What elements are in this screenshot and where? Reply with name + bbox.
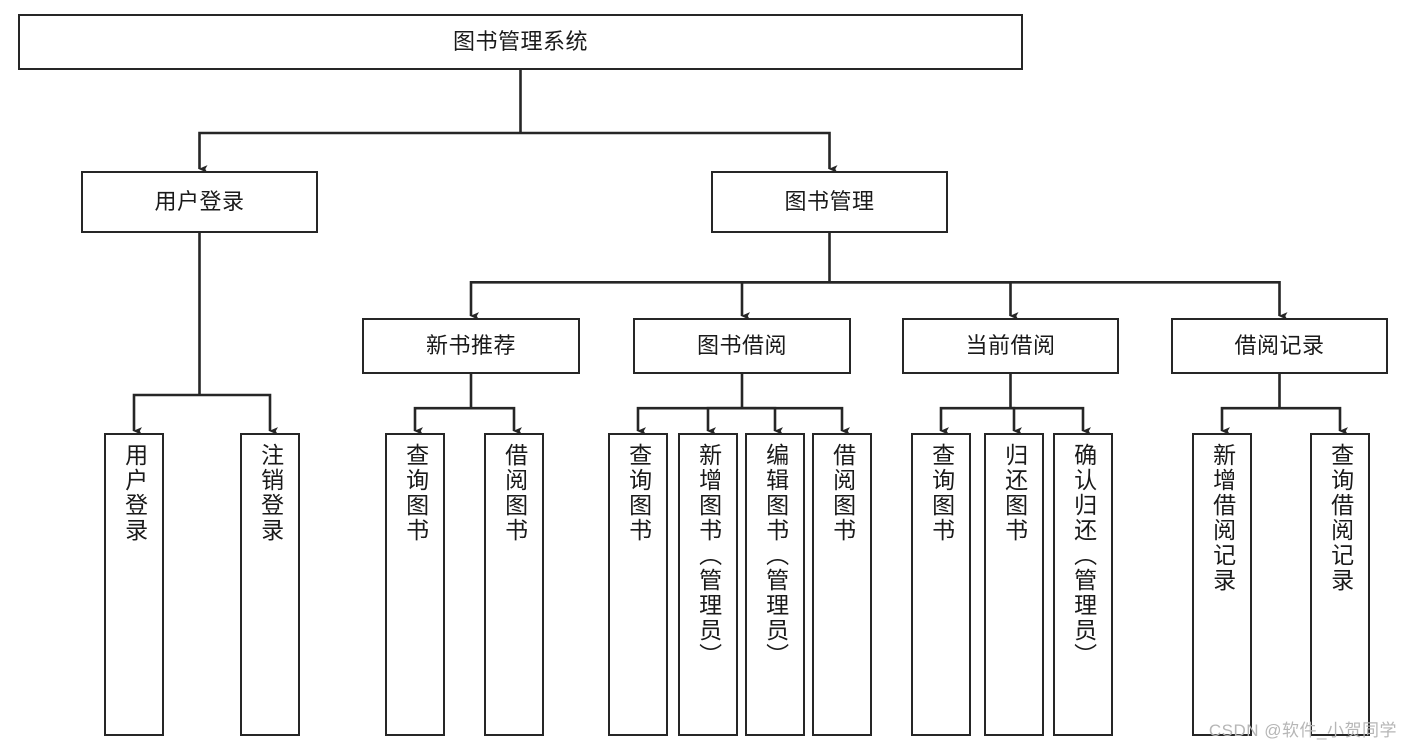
node-new-book-rec[interactable]: 新书推荐 <box>362 318 580 374</box>
node-label: 图书借阅 <box>696 333 787 359</box>
node-label: 借阅图书 <box>829 443 856 543</box>
connector-line <box>1010 406 1091 435</box>
node-label: 新增图书（管理员） <box>695 443 722 668</box>
connector-line <box>636 406 742 435</box>
connector-line <box>742 406 850 435</box>
node-leaf-br-add[interactable]: 新增借阅记录 <box>1192 433 1252 736</box>
node-label: 当前借阅 <box>965 333 1056 359</box>
node-label: 图书管理系统 <box>452 29 588 55</box>
node-label: 新书推荐 <box>425 333 516 359</box>
node-label: 借阅记录 <box>1234 333 1325 359</box>
connector-line <box>939 406 1011 435</box>
node-user-login[interactable]: 用户登录 <box>81 171 318 233</box>
node-label: 用户登录 <box>154 189 245 215</box>
connector-line <box>198 131 521 173</box>
node-leaf-cb-confirm[interactable]: 确认归还（管理员） <box>1053 433 1113 736</box>
node-leaf-cb-query[interactable]: 查询图书 <box>911 433 971 736</box>
connector-line <box>471 406 522 435</box>
node-leaf-bb-borrow[interactable]: 借阅图书 <box>812 433 872 736</box>
connector-line <box>706 406 742 435</box>
node-current-borrow[interactable]: 当前借阅 <box>902 318 1119 374</box>
node-label: 图书管理 <box>784 189 875 215</box>
connector-line <box>742 406 783 435</box>
node-label: 借阅图书 <box>501 443 528 543</box>
node-label: 查询图书 <box>625 443 652 543</box>
node-book-manage[interactable]: 图书管理 <box>711 171 948 233</box>
node-leaf-rec-borrow[interactable]: 借阅图书 <box>484 433 544 736</box>
node-leaf-user-login[interactable]: 用户登录 <box>104 433 164 736</box>
node-borrow-record[interactable]: 借阅记录 <box>1171 318 1388 374</box>
node-label: 用户登录 <box>121 443 148 543</box>
node-label: 查询图书 <box>402 443 429 543</box>
node-label: 确认归还（管理员） <box>1070 443 1097 668</box>
connector-line <box>469 281 830 320</box>
node-leaf-bb-add[interactable]: 新增图书（管理员） <box>678 433 738 736</box>
node-label: 查询借阅记录 <box>1327 443 1354 593</box>
connector-line <box>829 281 1288 320</box>
node-leaf-bb-edit[interactable]: 编辑图书（管理员） <box>745 433 805 736</box>
connector-line <box>1220 406 1280 435</box>
connector-line <box>740 281 830 320</box>
node-label: 编辑图书（管理员） <box>762 443 789 668</box>
connector-line <box>413 406 471 435</box>
node-leaf-rec-query[interactable]: 查询图书 <box>385 433 445 736</box>
node-leaf-user-logout[interactable]: 注销登录 <box>240 433 300 736</box>
csdn-watermark: CSDN @软件_小贺同学 <box>1208 721 1397 740</box>
connector-line <box>1010 406 1022 435</box>
connector-line <box>199 393 278 435</box>
node-label: 归还图书 <box>1001 443 1028 543</box>
node-label: 注销登录 <box>257 443 284 543</box>
node-leaf-cb-return[interactable]: 归还图书 <box>984 433 1044 736</box>
connector-line <box>829 281 1019 320</box>
connector-line <box>1279 406 1348 435</box>
node-leaf-br-query[interactable]: 查询借阅记录 <box>1310 433 1370 736</box>
node-root[interactable]: 图书管理系统 <box>18 14 1023 70</box>
connector-line <box>520 131 838 173</box>
connector-line <box>132 393 200 435</box>
node-leaf-bb-query[interactable]: 查询图书 <box>608 433 668 736</box>
node-label: 查询图书 <box>928 443 955 543</box>
node-label: 新增借阅记录 <box>1209 443 1236 593</box>
node-book-borrow[interactable]: 图书借阅 <box>633 318 851 374</box>
